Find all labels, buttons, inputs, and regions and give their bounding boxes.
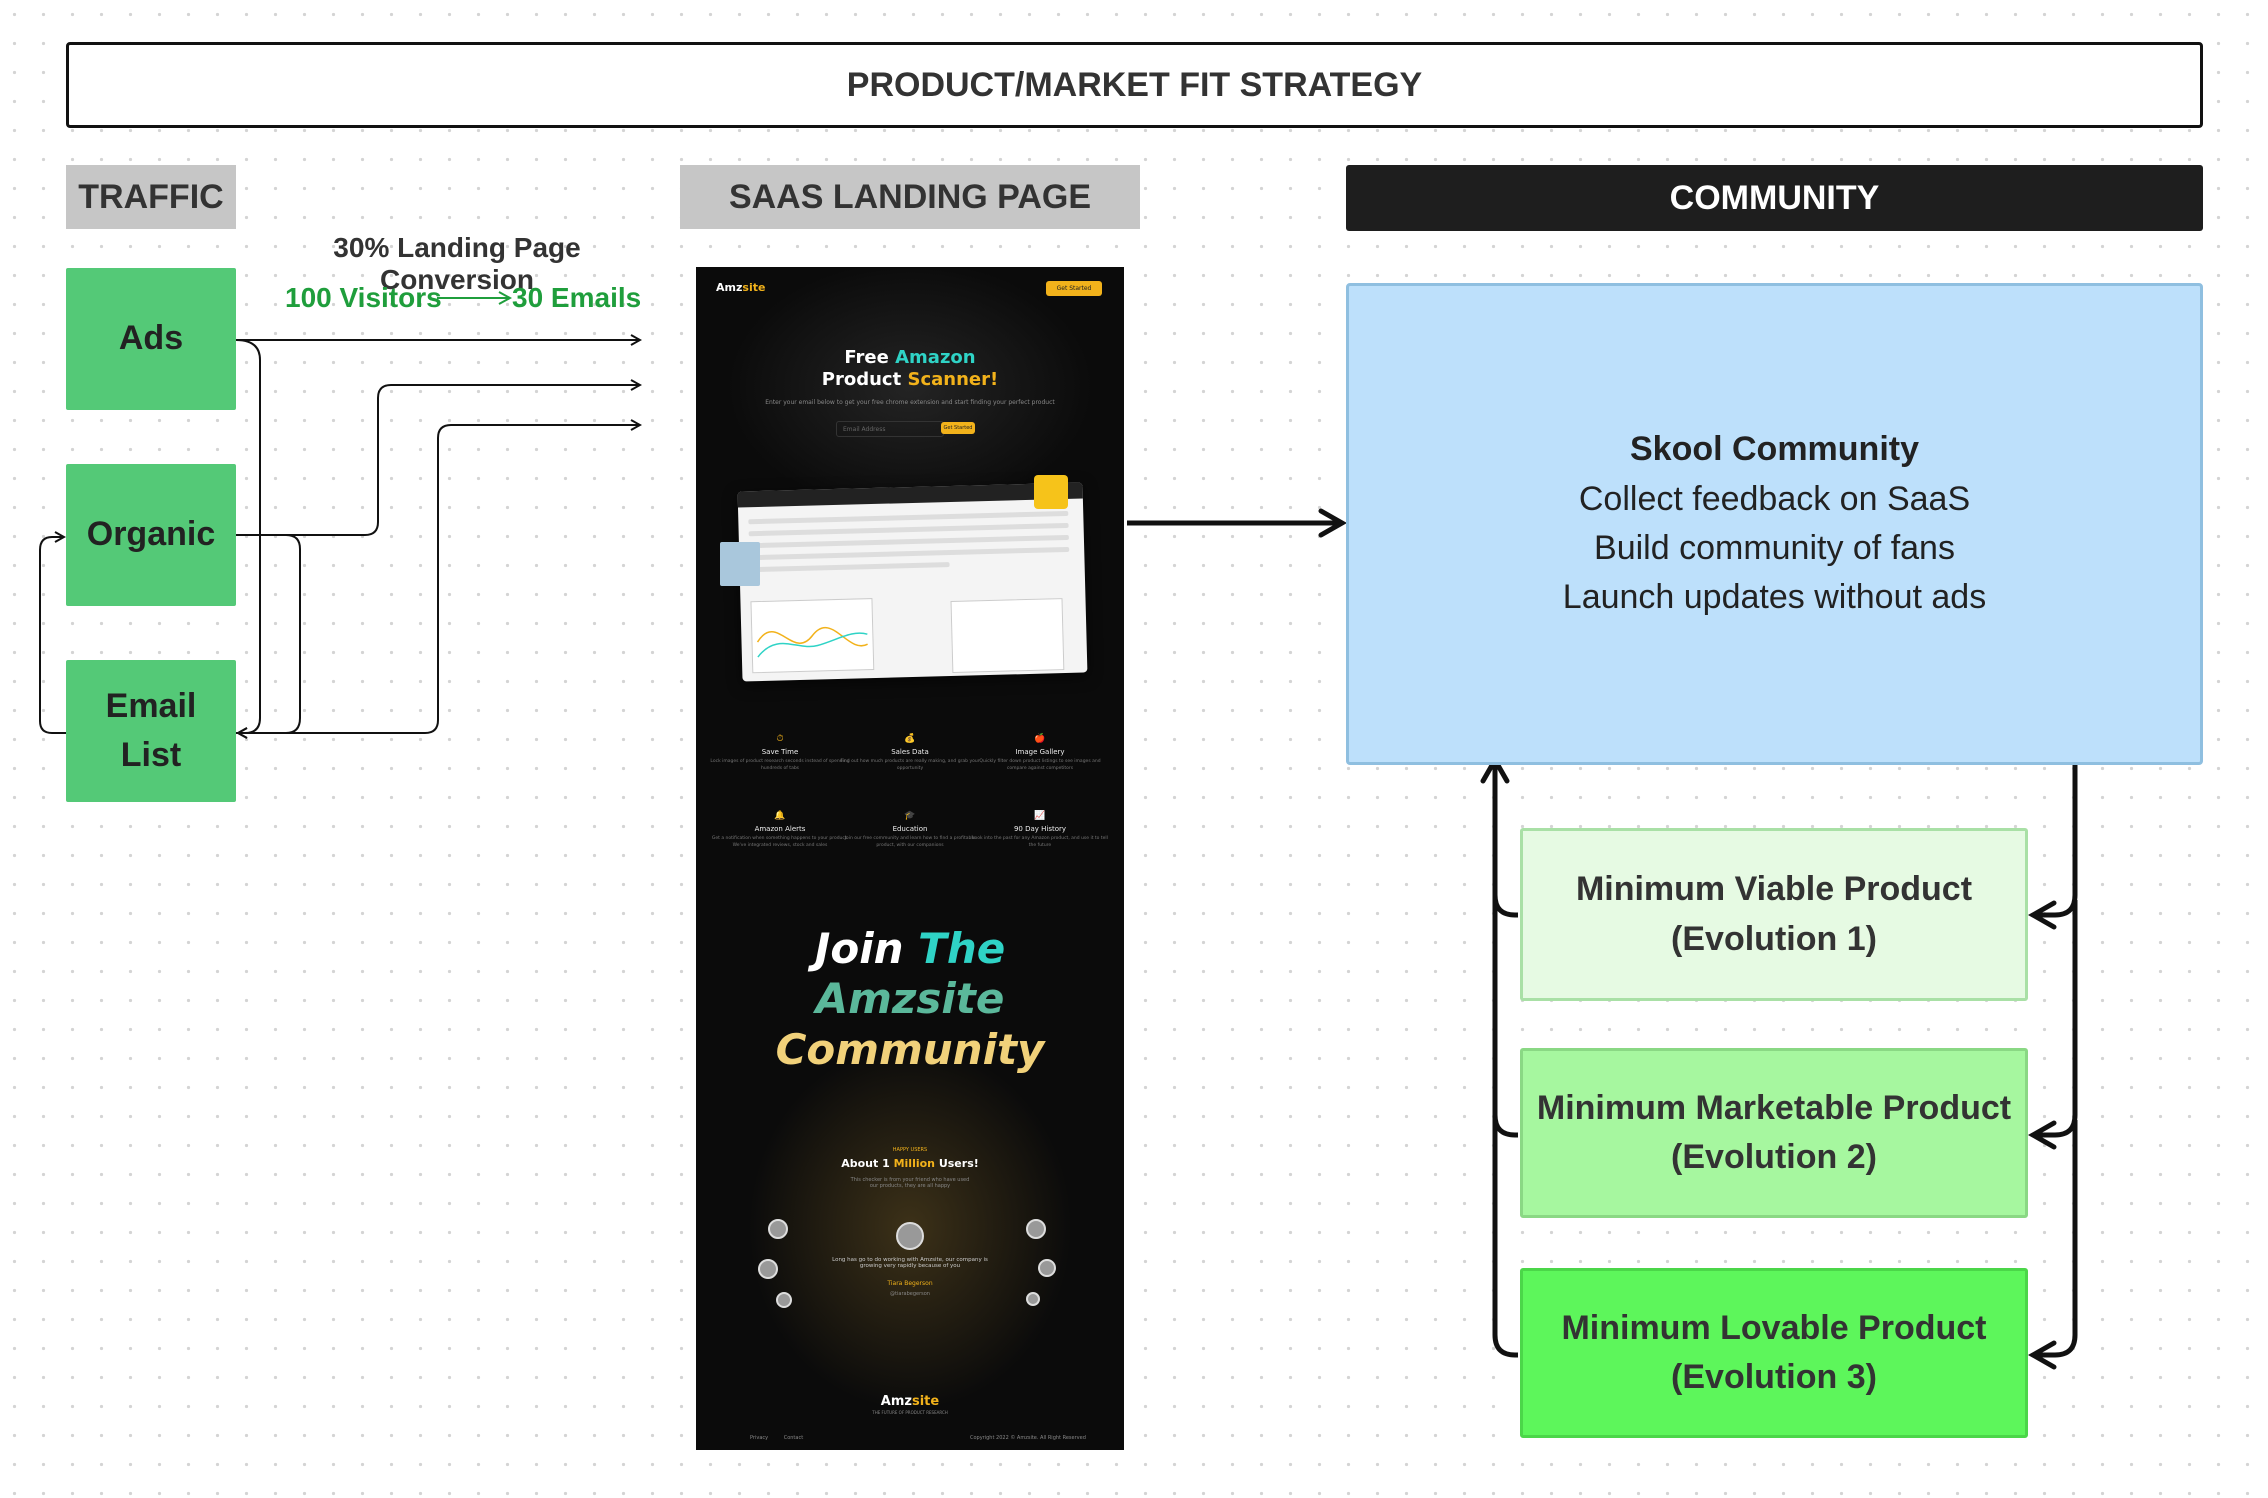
testimonial-name: Tiara Begerson — [887, 1280, 933, 1287]
mlp-stage: (Evolution 3) — [1671, 1358, 1877, 1396]
footer-tagline: THE FUTURE OF PRODUCT RESEARCH — [872, 1410, 948, 1415]
footer-copyright: Copyright 2022 © Amzsite. All Right Rese… — [970, 1435, 1086, 1441]
mvp-box: Minimum Viable Product (Evolution 1) — [1520, 828, 2028, 1001]
user-avatar — [1026, 1219, 1046, 1239]
landing-logo: Amzsite — [716, 281, 766, 294]
mlp-box: Minimum Lovable Product (Evolution 3) — [1520, 1268, 2028, 1438]
landing-hero-line1: Free Amazon — [844, 347, 976, 368]
landing-glow-bg — [696, 267, 1124, 1450]
footer-links: Privacy Contact — [750, 1435, 803, 1441]
headphones-product-image — [1034, 475, 1068, 509]
dashboard-row — [748, 534, 1069, 549]
traffic-header: TRAFFIC — [66, 165, 236, 229]
landing-email-input[interactable]: Email Address — [836, 421, 944, 437]
footer-privacy-link[interactable]: Privacy — [750, 1435, 769, 1441]
mmp-stage: (Evolution 2) — [1671, 1138, 1877, 1176]
organic-box: Organic — [66, 464, 236, 606]
organic-label: Organic — [86, 515, 216, 554]
create-new-product-card — [950, 598, 1065, 673]
users-count-heading: About 1 Million Users! — [841, 1157, 979, 1170]
feature-image-gallery: 🍎 Image Gallery Quickly filter down prod… — [979, 734, 1101, 771]
feature-90-day-history: 📈 90 Day History Look into the past for … — [972, 811, 1108, 848]
sales-history-chart — [750, 598, 875, 674]
email-list-label-line2: List — [120, 736, 182, 774]
footer-contact-link[interactable]: Contact — [783, 1435, 804, 1441]
happy-users-eyebrow: HAPPY USERS — [892, 1147, 928, 1153]
mvp-title: Minimum Viable Product — [1575, 870, 1973, 909]
ads-box: Ads — [66, 268, 236, 410]
dashboard-row — [748, 510, 1069, 525]
skool-benefit-fans: Build community of fans — [1594, 529, 1955, 567]
ads-label: Ads — [118, 319, 184, 358]
user-avatar — [1038, 1259, 1056, 1277]
email-list-label-line1: Email — [105, 686, 197, 725]
emails-label: 30 Emails — [512, 282, 642, 313]
dashboard-row — [749, 562, 950, 573]
dashboard-row — [748, 522, 1069, 537]
product-dashboard-preview — [737, 482, 1088, 682]
landing-subscribe-button[interactable]: Get Started — [941, 422, 975, 434]
visitors-label: 100 Visitors — [285, 282, 442, 313]
community-to-mvp-arrow — [2027, 758, 2078, 930]
landing-get-started-button[interactable]: Get Started — [1046, 281, 1102, 296]
community-to-mmp-arrow — [2027, 900, 2078, 1150]
feature-save-time: ⏱ Save Time Lock images of product resea… — [710, 734, 850, 771]
feature-sales-data: 💰 Sales Data Find out how much products … — [840, 734, 980, 771]
strategy-title: PRODUCT/MARKET FIT STRATEGY — [66, 42, 2203, 128]
landing-hero-line2: Product Scanner! — [821, 369, 999, 390]
conversion-rate-label: 30% Landing Page Conversion — [333, 232, 581, 295]
landing-hero-subtitle: Enter your email below to get your free … — [765, 399, 1055, 406]
bottles-product-image — [720, 542, 760, 586]
mmp-box: Minimum Marketable Product (Evolution 2) — [1520, 1048, 2028, 1218]
dashboard-row — [749, 546, 1070, 561]
testimonial-handle: @tiarabegerson — [890, 1291, 930, 1297]
skool-community-box: Skool Community Collect feedback on SaaS… — [1346, 283, 2203, 765]
user-avatar — [758, 1259, 778, 1279]
feature-education: 🎓 Education Join our free community and … — [844, 811, 976, 848]
user-avatar — [776, 1292, 792, 1308]
mlp-title: Minimum Lovable Product — [1561, 1308, 1987, 1347]
saas-landing-page-header: SAAS LANDING PAGE — [680, 165, 1140, 229]
join-community-headline: Join The Amzsite Community — [775, 924, 1045, 1074]
community-header: COMMUNITY — [1346, 165, 2203, 231]
skool-benefit-feedback: Collect feedback on SaaS — [1578, 479, 1971, 518]
feature-amazon-alerts: 🔔 Amazon Alerts Get a notification when … — [711, 811, 849, 848]
testimonial-quote: Long has go to do working with Amzsite, … — [832, 1257, 988, 1269]
organic-to-landing-arrow — [236, 385, 640, 536]
email-to-organic-loop — [39, 537, 66, 734]
skool-community-title: Skool Community — [1629, 430, 1920, 469]
mlp-to-community-arrow — [1480, 754, 1518, 1358]
email-to-landing-arrow — [236, 425, 640, 734]
users-description: This checker is from your friend who hav… — [850, 1177, 970, 1189]
user-avatar — [1026, 1292, 1040, 1306]
footer-logo: Amzsite — [880, 1394, 940, 1409]
organic-to-email-arrow — [236, 534, 301, 733]
user-avatar — [768, 1219, 788, 1239]
email-list-box: Email List — [66, 660, 236, 802]
mmp-to-community-line — [1492, 1114, 1518, 1138]
ads-to-email-arrow — [235, 339, 261, 733]
community-to-mlp-arrow — [2027, 1120, 2078, 1370]
landing-page-screenshot: Amzsite Get Started Free Amazon Product … — [696, 267, 1124, 1450]
mvp-to-community-line — [1492, 894, 1518, 918]
skool-benefit-updates: Launch updates without ads — [1562, 578, 1987, 617]
mvp-stage: (Evolution 1) — [1671, 919, 1877, 958]
mmp-title: Minimum Marketable Product — [1536, 1088, 2012, 1127]
featured-user-avatar — [896, 1222, 924, 1250]
